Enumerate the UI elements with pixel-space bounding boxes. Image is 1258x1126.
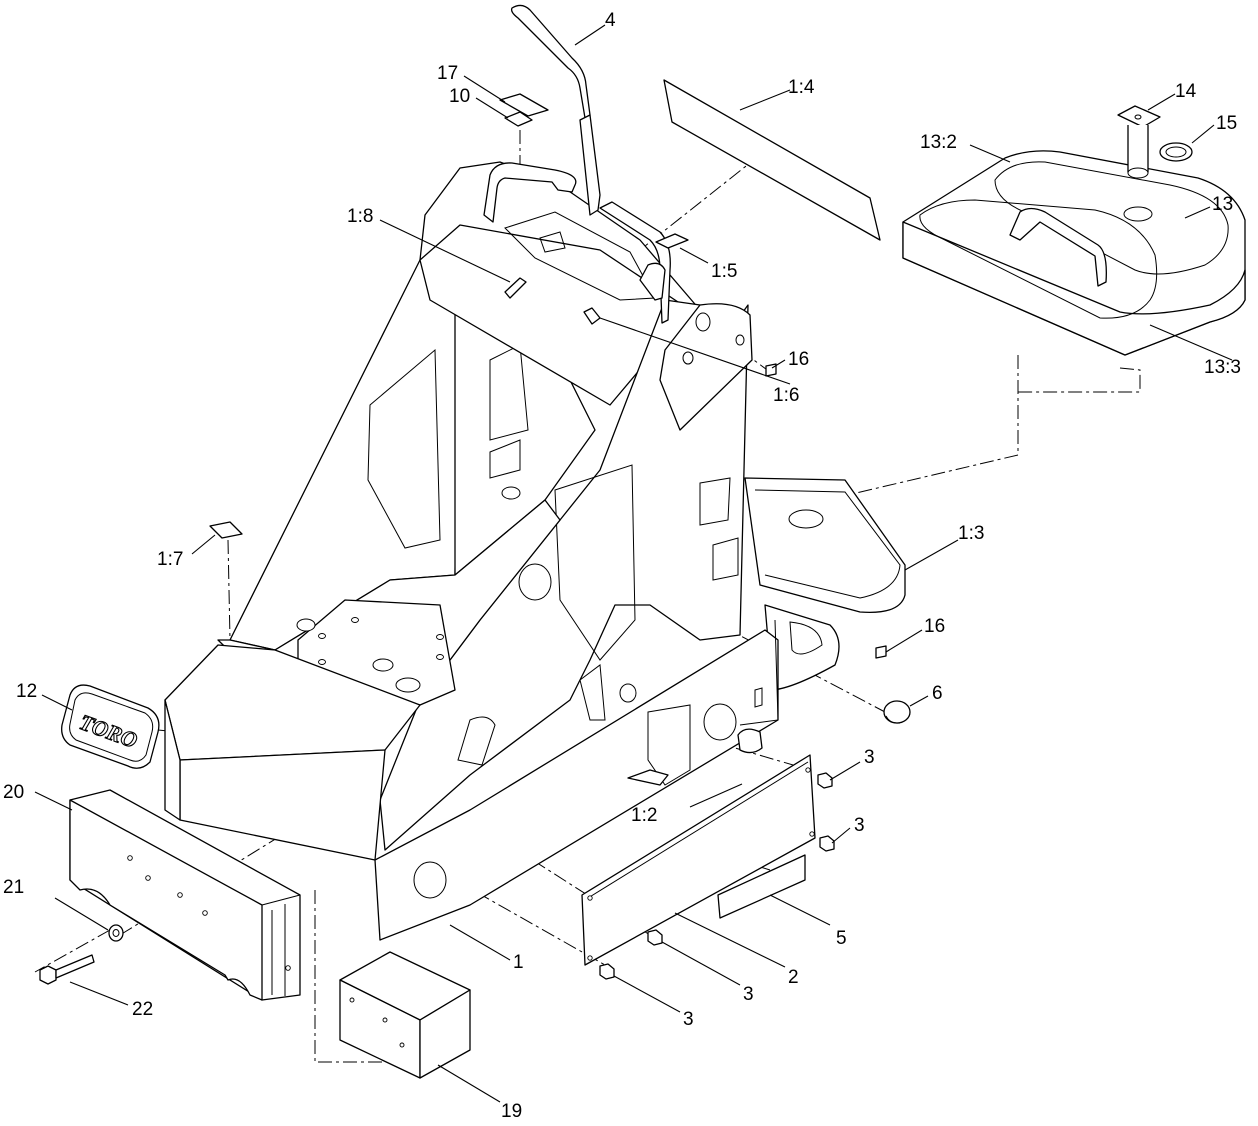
callout-labels: 4 1:4 17 10 14 15 13:2 13 1:8 1:5 13:3 1… bbox=[3, 10, 1241, 1122]
main-frame bbox=[164, 161, 779, 941]
callout-21: 21 bbox=[3, 877, 24, 898]
cover-plate bbox=[581, 754, 816, 966]
callout-1-7: 1:7 bbox=[157, 549, 183, 570]
callout-13-2: 13:2 bbox=[920, 132, 957, 153]
callout-1: 1 bbox=[513, 952, 524, 973]
decal-1-5 bbox=[655, 233, 689, 249]
bolts bbox=[599, 772, 835, 980]
callout-1-3: 1:3 bbox=[958, 523, 984, 544]
decal-1-8 bbox=[504, 277, 527, 299]
decal-10 bbox=[504, 111, 533, 127]
rear-handles bbox=[483, 162, 666, 301]
callout-1-2: 1:2 bbox=[631, 805, 657, 826]
callout-3c: 3 bbox=[743, 984, 754, 1005]
callout-20: 20 bbox=[3, 782, 24, 803]
decal-5 bbox=[717, 854, 806, 919]
callout-3a: 3 bbox=[864, 747, 875, 768]
callout-14: 14 bbox=[1175, 81, 1197, 102]
seat-pin bbox=[1117, 105, 1161, 179]
callout-2: 2 bbox=[788, 967, 799, 988]
seat-cushion bbox=[902, 150, 1246, 356]
callout-3b: 3 bbox=[854, 815, 865, 836]
callout-5: 5 bbox=[836, 928, 847, 949]
callout-17: 17 bbox=[437, 63, 458, 84]
callout-4: 4 bbox=[605, 10, 616, 31]
washer bbox=[108, 924, 124, 942]
callout-22: 22 bbox=[132, 999, 153, 1020]
decal-1-7 bbox=[209, 521, 243, 539]
callout-1-6: 1:6 bbox=[773, 385, 799, 406]
box-weight bbox=[339, 951, 471, 1079]
callout-1-4: 1:4 bbox=[788, 77, 815, 98]
callout-3d: 3 bbox=[683, 1009, 694, 1030]
plug bbox=[883, 700, 911, 724]
logo-badge: TORO bbox=[61, 684, 160, 769]
callout-13: 13 bbox=[1212, 194, 1233, 215]
decal-16-upper bbox=[765, 363, 777, 377]
rear-weight-tank bbox=[744, 477, 906, 691]
callout-19: 19 bbox=[501, 1101, 522, 1122]
decal-large bbox=[663, 79, 881, 241]
callout-1-5: 1:5 bbox=[711, 261, 737, 282]
hair-pin-clip bbox=[1159, 142, 1193, 162]
leader-lines bbox=[34, 24, 1233, 1103]
bolt-long bbox=[39, 954, 95, 985]
callout-1-8: 1:8 bbox=[347, 206, 373, 227]
callout-15: 15 bbox=[1216, 113, 1237, 134]
callout-12: 12 bbox=[16, 681, 37, 702]
control-handle bbox=[510, 4, 671, 324]
front-weight bbox=[69, 789, 301, 1001]
callout-6: 6 bbox=[932, 683, 943, 704]
callout-16b: 16 bbox=[924, 616, 945, 637]
decal-16-lower bbox=[875, 645, 887, 659]
decal-17 bbox=[499, 93, 549, 117]
callout-10: 10 bbox=[449, 86, 470, 107]
callout-13-3: 13:3 bbox=[1204, 357, 1241, 378]
callout-16a: 16 bbox=[788, 349, 809, 370]
